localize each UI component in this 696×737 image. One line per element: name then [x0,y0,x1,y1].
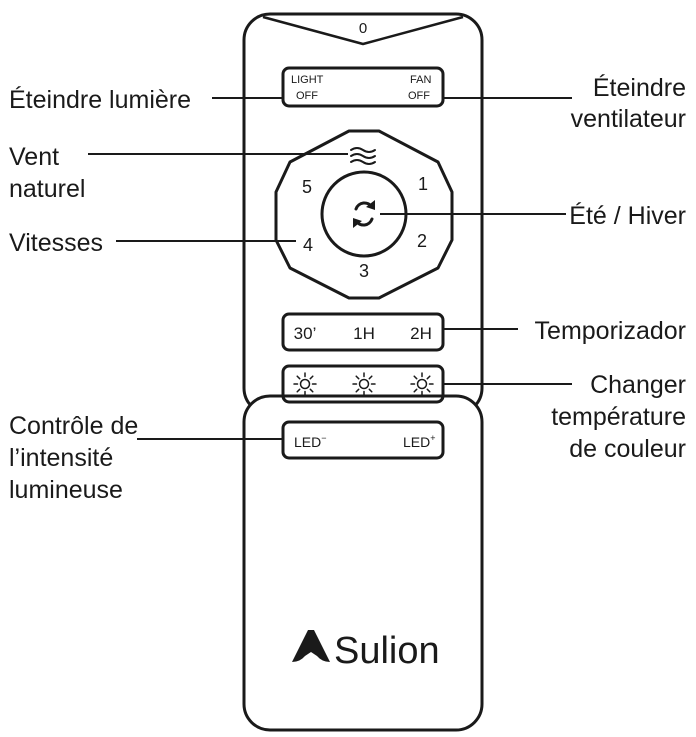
sun-icon [352,372,376,396]
callout-natural-wind-line-1: Vent [9,143,59,171]
sun-icon [293,372,317,396]
power-off-button-bar: LIGHT OFF FAN OFF [281,66,445,108]
timer-button-bar: 30’ 1H 2H [281,312,445,352]
led-plus-button[interactable]: LED+ [403,433,436,450]
timer-1h-button[interactable]: 1H [353,324,375,343]
callout-intensity-line-2: l’intensité [9,444,113,472]
light-off-label-line-2: OFF [296,90,318,102]
speed-pad: 1 2 3 4 5 [274,129,454,300]
fan-off-label-line-1: FAN [410,74,431,86]
sun-icon [410,372,434,396]
timer-2h-button[interactable]: 2H [410,324,432,343]
timer-30min-button[interactable]: 30’ [294,324,317,343]
color-temp-warm-button[interactable] [293,372,317,396]
color-temperature-bar [281,364,445,404]
remote-lower-panel [242,394,484,732]
top-notch [262,15,464,46]
callout-summer-winter: Été / Hiver [569,201,686,230]
led-plus-label: LED+ [403,433,436,450]
fan-off-label-line-2: OFF [408,90,430,102]
light-off-label-line-1: LIGHT [291,74,324,86]
remote-control: 0 LIGHT OFF FAN OFF [242,12,484,732]
speed-4-button[interactable]: 4 [303,235,313,255]
speed-5-button[interactable]: 5 [302,177,312,197]
summer-winter-button[interactable] [320,170,408,258]
top-indicator: 0 [359,20,367,37]
speed-1-button[interactable]: 1 [418,174,428,194]
color-temp-cool-button[interactable] [410,372,434,396]
brand-logo: Sulion [292,630,440,672]
callout-color-temp-line-1: Changer [590,371,686,399]
light-off-button[interactable]: LIGHT OFF [291,74,324,102]
callout-intensity-line-1: Contrôle de [9,412,138,440]
color-temp-neutral-button[interactable] [352,372,376,396]
callout-fan-off-line-1: Éteindre [593,73,686,102]
fan-off-button[interactable]: FAN OFF [408,74,431,102]
off-buttons-frame [281,66,445,108]
wind-icon [350,147,376,165]
natural-wind-button[interactable] [350,147,376,165]
led-minus-button[interactable]: LED− [294,433,327,450]
led-minus-label: LED− [294,433,327,450]
callout-fan-off-line-2: ventilateur [571,105,686,133]
callout-color-temp-line-3: de couleur [569,435,686,463]
sulion-logo-icon [292,630,330,662]
callout-color-temp-line-2: température [551,403,686,431]
callout-natural-wind-line-2: naturel [9,175,85,203]
timer-frame [281,312,445,352]
speed-2-button[interactable]: 2 [417,231,427,251]
speed-3-button[interactable]: 3 [359,261,369,281]
callout-light-off: Éteindre lumière [9,85,191,114]
callout-labels: Éteindre lumière Éteindre ventilateur Ve… [9,73,686,504]
callout-lines [88,97,572,440]
reverse-rotation-icon [353,200,375,228]
brand-name: Sulion [334,630,440,672]
callout-timer: Temporizador [535,317,686,345]
callout-intensity-line-3: lumineuse [9,476,123,504]
callout-speeds: Vitesses [9,229,103,257]
